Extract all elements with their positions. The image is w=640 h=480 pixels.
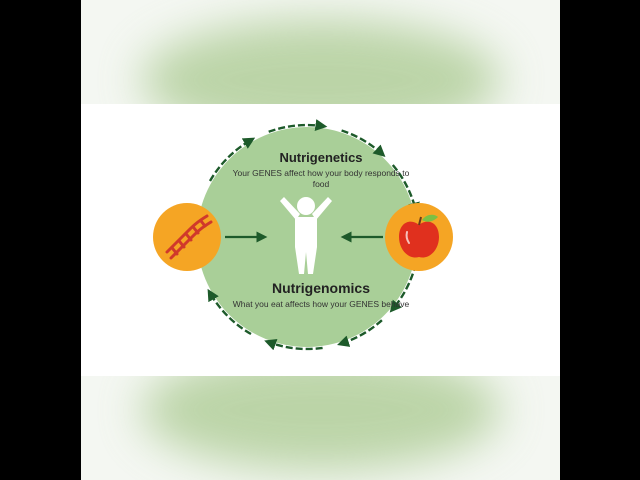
ring-arrow-segment	[207, 288, 252, 336]
ring-arrow-segment	[208, 137, 256, 182]
diagram-card: Nutrigenetics Your GENES affect how your…	[81, 104, 560, 376]
nutrigenomics-title: Nutrigenomics	[271, 280, 370, 296]
dna-badge	[153, 203, 221, 271]
nutrigenomics-diagram	[153, 119, 453, 351]
ring-arrow-segment	[264, 339, 323, 351]
nutrigenetics-description: Your GENES affect how your body responds…	[232, 168, 410, 189]
ring-arrow-segment	[337, 319, 383, 347]
nutrigenetics-title: Nutrigenetics	[279, 150, 363, 165]
ring-arrow-segment	[341, 129, 386, 158]
image-frame: Nutrigenetics Your GENES affect how your…	[81, 0, 560, 480]
ring-arrow-segment	[268, 119, 328, 133]
cycle-arrow-ring	[207, 119, 420, 351]
ring-arrow-segment	[391, 164, 420, 215]
apple-icon	[399, 214, 439, 258]
nutrigenomics-description: What you eat affects how your GENES beha…	[232, 299, 410, 309]
dna-icon	[165, 214, 213, 260]
person-icon	[280, 197, 332, 274]
apple-badge	[385, 203, 453, 271]
